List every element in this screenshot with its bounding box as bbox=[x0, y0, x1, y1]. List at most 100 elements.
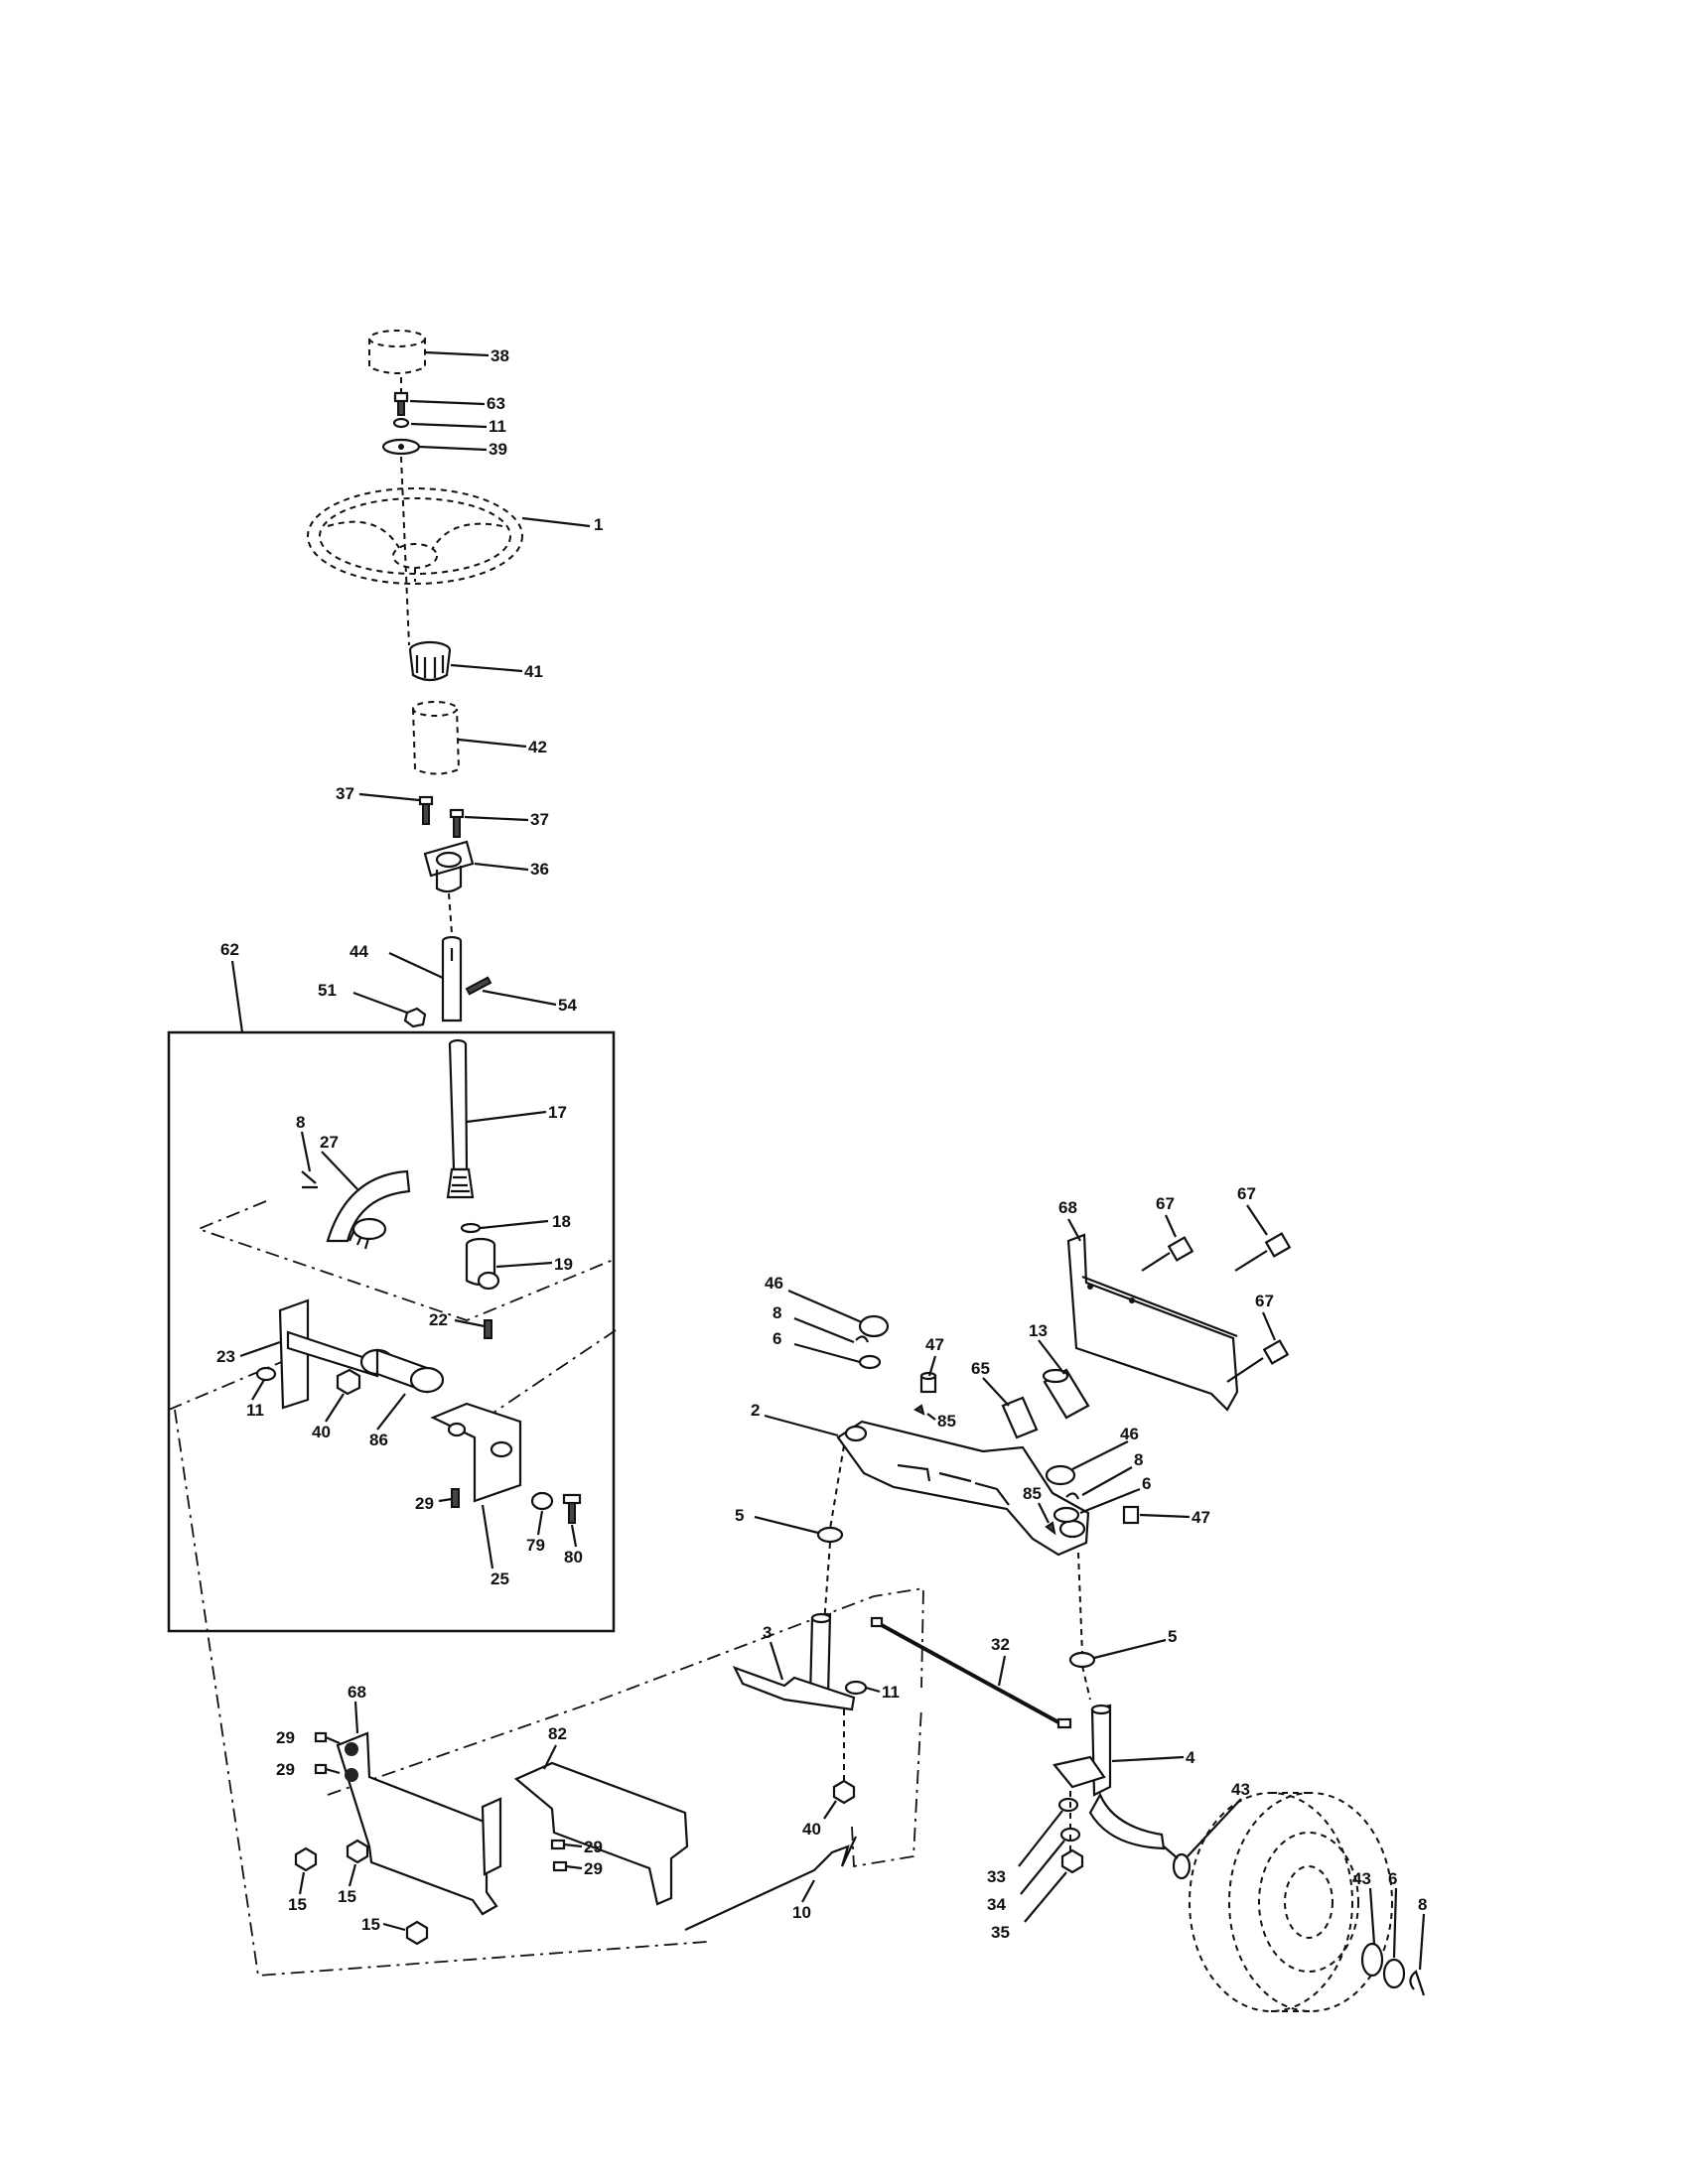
label-6-lower: 6 bbox=[1142, 1474, 1151, 1493]
label-68-lower: 68 bbox=[348, 1683, 366, 1702]
bolt-29-part bbox=[451, 1488, 460, 1508]
bolt-67-b-part bbox=[1234, 1232, 1292, 1272]
bushing-47-upper-part bbox=[919, 1371, 937, 1394]
label-80: 80 bbox=[564, 1548, 583, 1567]
label-3: 3 bbox=[763, 1623, 772, 1642]
steering-cap-part bbox=[368, 330, 426, 374]
steering-adapter-part bbox=[408, 640, 452, 682]
bolt-29-right-upper-part bbox=[550, 1839, 566, 1850]
set-screw-part bbox=[484, 1319, 492, 1339]
label-65: 65 bbox=[971, 1359, 990, 1378]
label-8-lower: 8 bbox=[1134, 1450, 1143, 1469]
axle-support-plate-part bbox=[1066, 1233, 1239, 1412]
bolt-67-c-part bbox=[1226, 1339, 1290, 1383]
label-1: 1 bbox=[594, 515, 603, 534]
label-46-upper: 46 bbox=[765, 1274, 783, 1293]
label-32: 32 bbox=[991, 1635, 1010, 1654]
washer-18-part bbox=[460, 1222, 482, 1234]
bolt-29-lower-part bbox=[314, 1763, 328, 1775]
gear-support-bracket-part bbox=[430, 1402, 522, 1503]
screw-37-left-part bbox=[418, 795, 434, 825]
label-29-box: 29 bbox=[415, 1494, 434, 1513]
label-62: 62 bbox=[220, 940, 239, 959]
label-15-mid: 15 bbox=[338, 1887, 356, 1906]
nut-15-mid-part bbox=[346, 1839, 369, 1864]
label-36: 36 bbox=[530, 860, 549, 879]
label-11-right: 11 bbox=[882, 1683, 900, 1702]
nut-51-part bbox=[403, 1007, 427, 1028]
bolt-80-part bbox=[562, 1493, 582, 1524]
washer-5-right-part bbox=[1068, 1651, 1096, 1669]
label-29-right-upper: 29 bbox=[584, 1838, 603, 1856]
label-15-left: 15 bbox=[288, 1895, 307, 1914]
front-wheel-part bbox=[1189, 1792, 1393, 2012]
washer-6-upper-part bbox=[858, 1354, 882, 1370]
washer-79-part bbox=[530, 1491, 554, 1511]
label-40-right: 40 bbox=[802, 1820, 821, 1839]
label-41: 41 bbox=[524, 662, 543, 681]
label-11-box: 11 bbox=[246, 1401, 264, 1420]
label-17: 17 bbox=[548, 1103, 567, 1122]
label-67-c: 67 bbox=[1255, 1292, 1274, 1310]
label-18: 18 bbox=[552, 1212, 571, 1231]
wheel-washer-6-part bbox=[1382, 1958, 1406, 1989]
label-86: 86 bbox=[369, 1431, 388, 1449]
label-68-upper: 68 bbox=[1058, 1198, 1077, 1217]
bolt-29-upper-part bbox=[314, 1731, 328, 1743]
label-22: 22 bbox=[429, 1310, 448, 1329]
label-29-right-lower: 29 bbox=[584, 1859, 603, 1878]
label-79: 79 bbox=[526, 1536, 545, 1555]
pinion-shaft-part bbox=[446, 1038, 475, 1199]
bolt-63-part bbox=[393, 391, 409, 416]
label-23: 23 bbox=[216, 1347, 235, 1366]
washer-6-lower-part bbox=[1052, 1506, 1080, 1524]
label-34: 34 bbox=[987, 1895, 1006, 1914]
label-15-bottom: 15 bbox=[361, 1915, 380, 1934]
label-47-lower: 47 bbox=[1192, 1508, 1210, 1527]
label-8-box: 8 bbox=[296, 1113, 305, 1132]
label-43-inner: 43 bbox=[1231, 1780, 1250, 1799]
label-51: 51 bbox=[318, 981, 337, 1000]
label-8-upper: 8 bbox=[772, 1303, 781, 1322]
label-54: 54 bbox=[558, 996, 577, 1015]
label-44: 44 bbox=[350, 942, 368, 961]
label-29-left-lower: 29 bbox=[276, 1760, 295, 1779]
grease-fitting-upper-part bbox=[913, 1404, 925, 1416]
label-39: 39 bbox=[489, 440, 507, 459]
bushing-47-lower-part bbox=[1122, 1505, 1140, 1525]
sleeve-42-part bbox=[412, 701, 461, 775]
label-2: 2 bbox=[751, 1401, 760, 1420]
lock-washer-part bbox=[392, 417, 410, 429]
label-43-outer: 43 bbox=[1352, 1869, 1371, 1888]
label-37-right: 37 bbox=[530, 810, 549, 829]
front-axle-beam-part bbox=[836, 1420, 1090, 1557]
tie-rod-part bbox=[870, 1616, 1072, 1729]
label-11: 11 bbox=[489, 417, 506, 436]
label-27: 27 bbox=[320, 1133, 339, 1152]
frame-bracket-group bbox=[174, 1409, 924, 1977]
hair-pin-upper-part bbox=[855, 1335, 870, 1343]
steering-gear-kit-box bbox=[167, 960, 617, 1633]
label-37-left: 37 bbox=[336, 784, 354, 803]
right-spindle-part bbox=[1052, 1704, 1166, 1850]
label-6-upper: 6 bbox=[772, 1329, 781, 1348]
label-5-right: 5 bbox=[1168, 1627, 1177, 1646]
nut-40-right-part bbox=[832, 1779, 856, 1805]
label-29-left-upper: 29 bbox=[276, 1728, 295, 1747]
label-33: 33 bbox=[987, 1867, 1006, 1886]
label-85-upper: 85 bbox=[937, 1412, 956, 1431]
washer-5-left-part bbox=[816, 1526, 844, 1544]
wheel-washer-outer-part bbox=[1360, 1942, 1384, 1978]
label-40-box: 40 bbox=[312, 1423, 331, 1441]
pin-65-part bbox=[1001, 1396, 1039, 1439]
bearing-flange-part bbox=[423, 840, 475, 893]
label-10: 10 bbox=[792, 1903, 811, 1922]
front-frame-plate-part bbox=[336, 1731, 498, 1916]
hair-pin-clip-part bbox=[301, 1170, 318, 1189]
label-82: 82 bbox=[548, 1724, 567, 1743]
label-8-outer: 8 bbox=[1418, 1895, 1427, 1914]
label-5-left: 5 bbox=[735, 1506, 744, 1525]
nut-35-part bbox=[1060, 1848, 1084, 1874]
nut-15-bottom-part bbox=[405, 1920, 429, 1946]
label-47-upper: 47 bbox=[925, 1335, 944, 1354]
